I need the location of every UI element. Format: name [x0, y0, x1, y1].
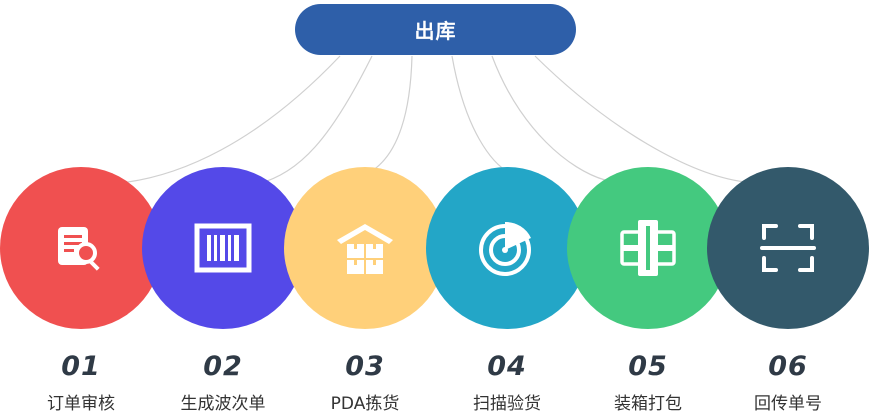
connector-line-02: [257, 55, 373, 185]
step-label-02: 生成波次单: [180, 394, 266, 414]
radar-scan-icon: [479, 221, 531, 276]
step-number-01: 01: [61, 351, 101, 382]
step-number-03: 03: [345, 351, 385, 382]
step-circle-05: [567, 167, 729, 329]
step-label-05: 装箱打包: [614, 394, 682, 414]
step-label-06: 回传单号: [754, 394, 822, 414]
warehouse-boxes-icon: [337, 224, 393, 274]
step-label-03: PDA拣货: [330, 394, 400, 414]
connector-line-06: [534, 55, 746, 183]
step-number-06: 06: [768, 351, 808, 382]
step-label-01: 订单审核: [47, 394, 115, 414]
step-circle-02: [142, 167, 304, 329]
step-number-04: 04: [487, 351, 527, 382]
barcode-icon: [194, 223, 252, 273]
scan-frame-icon: [760, 224, 816, 272]
outbound-title: 出库: [414, 19, 457, 43]
step-circle-03: [284, 167, 446, 329]
package-box-icon: [620, 220, 676, 276]
step-number-05: 05: [628, 351, 668, 382]
connector-line-04: [451, 55, 513, 175]
step-number-02: 02: [203, 351, 243, 382]
step-circle-04: [426, 167, 588, 329]
step-circle-01: [0, 167, 162, 329]
outbound-title-pill: 出库: [295, 4, 576, 55]
connector-line-05: [491, 55, 606, 181]
connector-line-01: [107, 55, 341, 185]
order-review-icon: [58, 227, 100, 271]
step-label-04: 扫描验货: [473, 394, 541, 414]
connector-line-03: [356, 55, 413, 179]
step-circle-06: [707, 167, 869, 329]
